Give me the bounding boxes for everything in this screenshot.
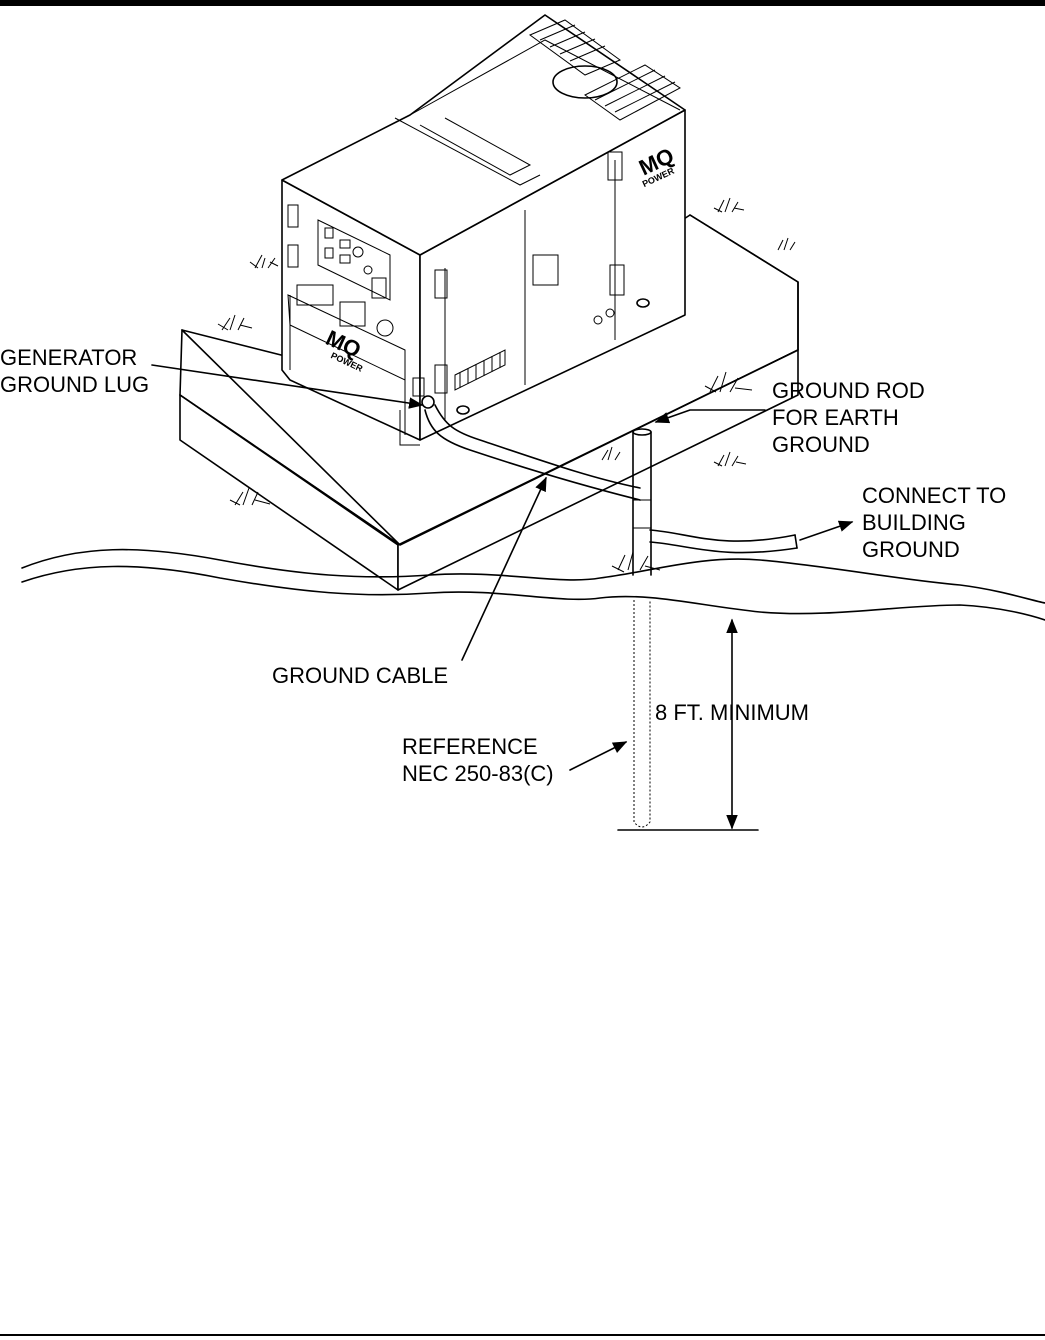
label-connect-building-2: BUILDING (862, 510, 966, 535)
ground-rod (617, 428, 759, 831)
leader-ground-lug (151, 364, 424, 409)
ground-surface (21, 548, 1045, 621)
leader-reference (569, 741, 628, 771)
label-minimum-depth: 8 FT. MINIMUM (655, 700, 809, 725)
ground-cable (421, 395, 798, 554)
grass-tufts (217, 197, 796, 573)
label-connect-building-1: CONNECT TO (862, 483, 1006, 508)
bottom-rule (0, 1334, 1045, 1336)
leader-ground-rod (654, 409, 766, 424)
top-rule (0, 0, 1045, 6)
label-ground-rod-3: GROUND (772, 432, 870, 457)
generator-enclosure: MQ POWER MQ POWER (281, 14, 686, 446)
label-ground-cable: GROUND CABLE (272, 663, 448, 688)
leader-ground-cable (461, 476, 547, 661)
leader-building-ground (799, 520, 854, 541)
label-connect-building-3: GROUND (862, 537, 960, 562)
label-generator-ground-lug-2: GROUND LUG (0, 372, 149, 397)
label-reference-1: REFERENCE (402, 734, 538, 759)
label-ground-rod-1: GROUND ROD (772, 378, 925, 403)
label-reference-2: NEC 250-83(C) (402, 761, 554, 786)
label-ground-rod-2: FOR EARTH (772, 405, 899, 430)
label-generator-ground-lug-1: GENERATOR (0, 345, 137, 370)
